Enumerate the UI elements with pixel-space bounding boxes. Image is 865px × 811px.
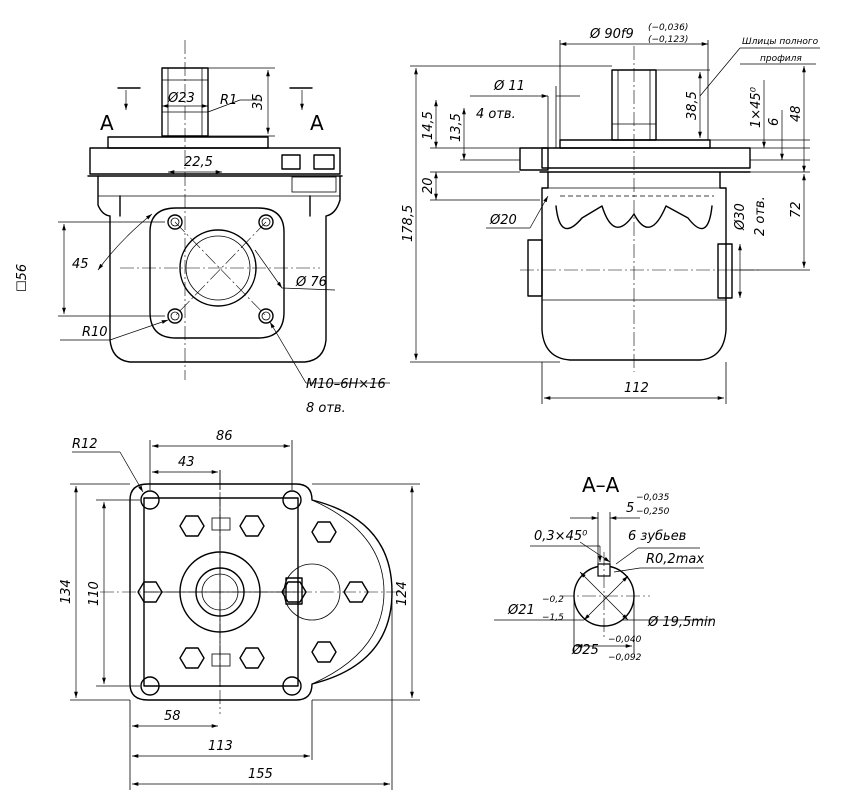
side-d6: 6 (767, 118, 782, 126)
side-d72: 72 (789, 201, 804, 218)
side-d30: Ø30 (733, 203, 748, 231)
top-d58: 58 (164, 709, 181, 724)
side-view: Ø 90f9 (−0,036) (−0,123) Шлицы полного п… (401, 23, 820, 404)
section-mark-right: А (310, 111, 324, 135)
side-d178-5: 178,5 (401, 205, 416, 242)
front-d76: Ø 76 (295, 275, 327, 290)
side-holes2: 2 отв. (753, 196, 768, 236)
front-r1: R1 (220, 93, 237, 108)
section-d5: 5 (626, 501, 634, 516)
side-spline-note-2: профиля (760, 54, 802, 64)
section-view: А–А 5 −0,035 −0,250 0,3×45⁰ 6 зубьев R0,… (494, 473, 716, 663)
section-d25-tol-lower: −0,092 (608, 653, 642, 663)
front-d23: Ø23 (167, 91, 195, 106)
section-r02: R0,2max (646, 552, 704, 567)
section-teeth: 6 зубьев (628, 529, 686, 544)
side-holes4: 4 отв. (476, 107, 516, 122)
front-d45: 45 (72, 257, 89, 272)
top-d86: 86 (216, 429, 233, 444)
side-spline-note-1: Шлицы полного (742, 37, 819, 47)
section-title: А–А (582, 473, 620, 497)
side-d11: Ø 11 (493, 79, 525, 94)
side-chamfer: 1×45⁰ (749, 86, 764, 128)
front-d22-5: 22,5 (184, 155, 213, 170)
top-view: R12 86 43 134 110 124 58 113 155 (59, 429, 420, 790)
side-d20v: 20 (421, 177, 436, 194)
section-d21: Ø21 (507, 603, 535, 618)
section-chamfer: 0,3×45⁰ (534, 529, 588, 544)
front-view: Ø23 R1 35 22,5 ☐56 45 R10 Ø 76 М10–6Н×16… (15, 40, 390, 416)
side-d20: Ø20 (489, 213, 517, 228)
side-d90: Ø 90f9 (589, 27, 634, 42)
section-mark-left: А (100, 111, 114, 135)
top-r12: R12 (72, 437, 98, 452)
side-d90-tol-lower: (−0,123) (648, 35, 688, 45)
side-d112: 112 (624, 381, 649, 396)
section-d25: Ø25 (571, 643, 599, 658)
front-d35: 35 (251, 93, 266, 110)
front-sq56: ☐56 (15, 264, 30, 292)
side-d38-5: 38,5 (685, 91, 700, 120)
section-d21-tol-upper: −0,2 (542, 595, 564, 605)
section-d5-tol-lower: −0,250 (636, 507, 670, 517)
section-d25-tol-upper: −0,040 (608, 635, 642, 645)
top-d124: 124 (395, 581, 410, 606)
side-d13-5: 13,5 (449, 113, 464, 142)
section-d19-5: Ø 19,5min (647, 615, 716, 630)
side-d48: 48 (789, 105, 804, 122)
front-thread: М10–6Н×16 (306, 377, 386, 392)
side-d90-tol-upper: (−0,036) (648, 23, 688, 33)
top-d113: 113 (208, 739, 233, 754)
front-thread-count: 8 отв. (306, 401, 346, 416)
top-d155: 155 (248, 767, 273, 782)
section-d5-tol-upper: −0,035 (636, 493, 670, 503)
top-d43: 43 (178, 455, 195, 470)
top-d110: 110 (87, 581, 102, 606)
side-d14-5: 14,5 (421, 111, 436, 140)
top-d134: 134 (59, 579, 74, 604)
section-d21-tol-lower: −1,5 (542, 613, 564, 623)
front-r10: R10 (82, 325, 108, 340)
